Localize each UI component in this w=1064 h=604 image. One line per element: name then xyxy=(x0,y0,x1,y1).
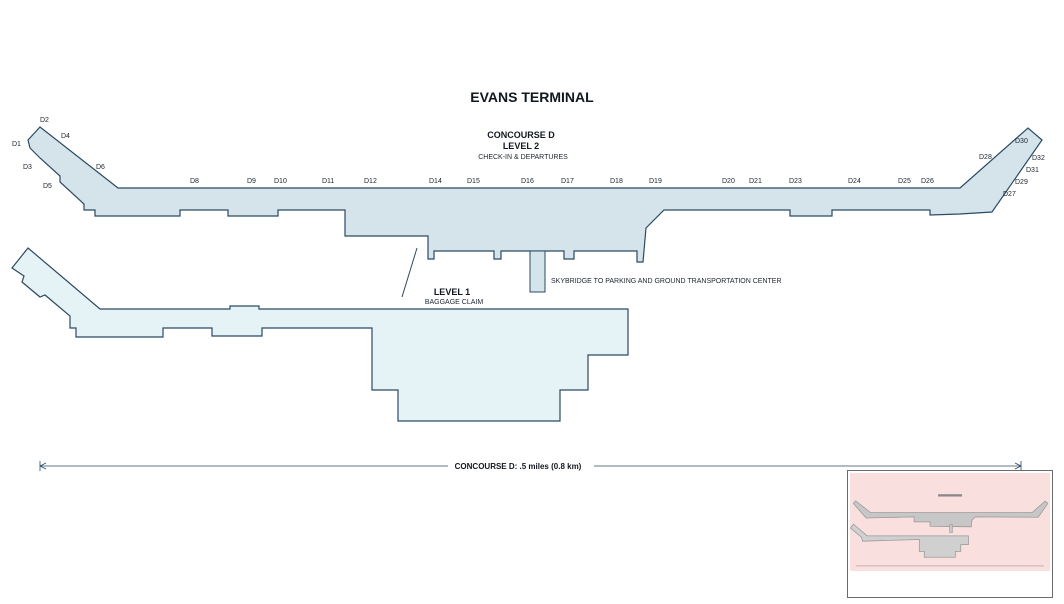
gate-d16[interactable]: D16 xyxy=(521,178,534,185)
gate-d18[interactable]: D18 xyxy=(610,178,623,185)
gate-d2[interactable]: D2 xyxy=(40,117,49,124)
gate-d29[interactable]: D29 xyxy=(1015,179,1028,186)
level2-label: LEVEL 2 xyxy=(503,141,539,151)
level1-label: LEVEL 1 xyxy=(434,287,470,297)
concourse-label: CONCOURSE D xyxy=(487,130,555,140)
gate-d15[interactable]: D15 xyxy=(467,178,480,185)
gate-d10[interactable]: D10 xyxy=(274,178,287,185)
skybridge-label: SKYBRIDGE TO PARKING AND GROUND TRANSPOR… xyxy=(551,278,782,285)
gate-d23[interactable]: D23 xyxy=(789,178,802,185)
gate-d11[interactable]: D11 xyxy=(322,178,334,185)
gate-d9[interactable]: D9 xyxy=(247,178,256,185)
scale-label: CONCOURSE D: .5 miles (0.8 km) xyxy=(455,462,582,471)
gate-d31[interactable]: D31 xyxy=(1026,167,1039,174)
gate-labels: D1 D2 D3 D4 D5 D6 D8 D9 D10 D11 D12 D14 … xyxy=(12,117,1045,198)
scale-bar: CONCOURSE D: .5 miles (0.8 km) xyxy=(39,461,1022,471)
gate-d28[interactable]: D28 xyxy=(979,154,992,161)
gate-d24[interactable]: D24 xyxy=(848,178,861,185)
level1-baggage-claim-footprint xyxy=(11,247,629,422)
skybridge xyxy=(529,250,546,293)
gate-d3[interactable]: D3 xyxy=(23,164,32,171)
level2-concourse-footprint xyxy=(27,126,1043,263)
gate-d20[interactable]: D20 xyxy=(722,178,735,185)
gate-d32[interactable]: D32 xyxy=(1032,155,1045,162)
gate-d14[interactable]: D14 xyxy=(429,178,442,185)
minimap[interactable] xyxy=(847,470,1053,598)
gate-d27[interactable]: D27 xyxy=(1003,191,1016,198)
level-connector-line xyxy=(401,247,418,298)
gate-d19[interactable]: D19 xyxy=(649,178,662,185)
gate-d30[interactable]: D30 xyxy=(1015,138,1028,145)
gate-d26[interactable]: D26 xyxy=(921,178,934,185)
gate-d5[interactable]: D5 xyxy=(43,183,52,190)
minimap-thumbnail-icon xyxy=(849,494,1049,567)
gate-d1[interactable]: D1 xyxy=(12,141,21,148)
gate-d6[interactable]: D6 xyxy=(96,164,105,171)
gate-d8[interactable]: D8 xyxy=(190,178,199,185)
map-title: EVANS TERMINAL xyxy=(470,89,594,105)
gate-d12[interactable]: D12 xyxy=(364,178,377,185)
level1-subtitle: BAGGAGE CLAIM xyxy=(425,299,484,306)
level2-subtitle: CHECK-IN & DEPARTURES xyxy=(478,154,568,161)
scale-arrow-right-icon xyxy=(1014,462,1022,470)
gate-d17[interactable]: D17 xyxy=(561,178,574,185)
scale-arrow-left-icon xyxy=(39,462,47,470)
gate-d21[interactable]: D21 xyxy=(749,178,762,185)
gate-d25[interactable]: D25 xyxy=(898,178,911,185)
gate-d4[interactable]: D4 xyxy=(61,133,70,140)
